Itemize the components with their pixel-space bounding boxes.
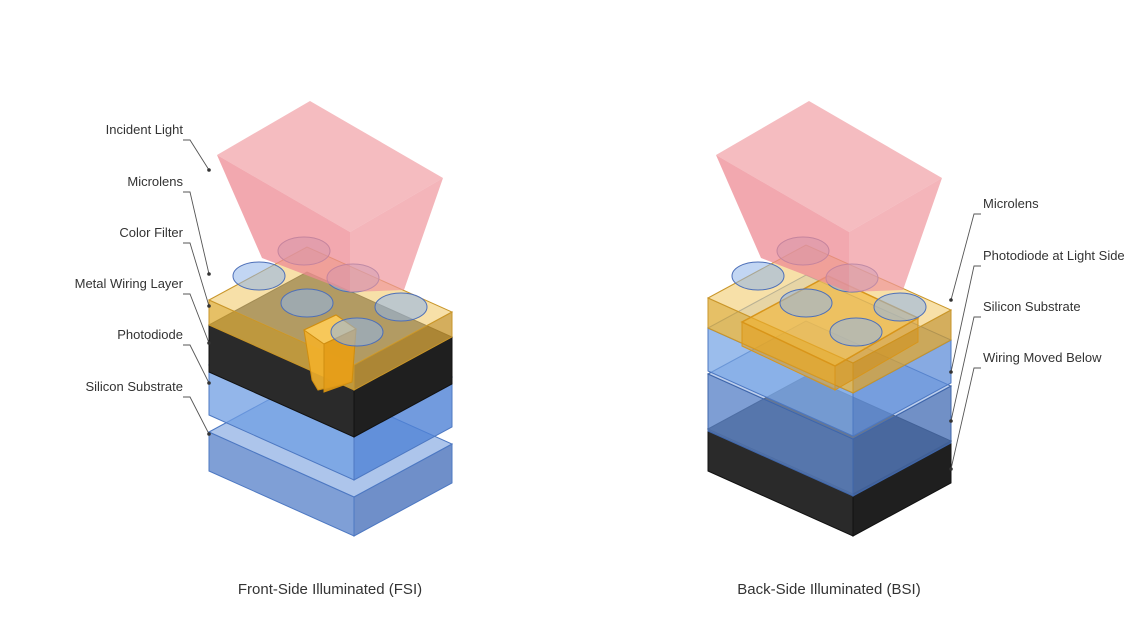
bsi-leader-wiring-below [950, 367, 981, 470]
bsi-labels: Microlens Photodiode at Light Side Silic… [949, 196, 1125, 471]
bsi-leader-silicon-substrate [950, 316, 981, 422]
bsi-label-photodiode-light-side: Photodiode at Light Side [983, 248, 1125, 263]
bsi-caption: Back-Side Illuminated (BSI) [737, 581, 920, 598]
fsi-caption: Front-Side Illuminated (FSI) [238, 581, 422, 598]
fsi-stack [207, 101, 454, 537]
fsi-dot-metal-wiring [207, 341, 211, 345]
bsi-dot-photodiode-light-side [949, 370, 953, 374]
fsi-leader-metal-wiring [183, 293, 210, 344]
bsi-incident-light [716, 101, 942, 292]
fsi-dot-photodiode [207, 381, 211, 385]
bsi-stack [706, 101, 953, 537]
bsi-dot-silicon-substrate [949, 419, 953, 423]
fsi-label-color-filter: Color Filter [119, 225, 183, 240]
bsi-label-microlens: Microlens [983, 196, 1039, 211]
fsi-dot-incident-light [207, 168, 211, 172]
bsi-label-wiring-below: Wiring Moved Below [983, 350, 1102, 365]
fsi-label-silicon-substrate: Silicon Substrate [85, 379, 183, 394]
bsi-leader-photodiode-light-side [950, 265, 981, 373]
fsi-label-microlens: Microlens [127, 174, 183, 189]
fsi-dot-color-filter [207, 304, 211, 308]
fsi-label-metal-wiring: Metal Wiring Layer [75, 276, 184, 291]
bsi-dot-microlens [949, 298, 953, 302]
fsi-leader-microlens [183, 191, 210, 275]
fsi-dot-silicon-substrate [207, 432, 211, 436]
fsi-leader-incident-light [183, 139, 210, 171]
fsi-label-photodiode: Photodiode [117, 327, 183, 342]
fsi-leader-photodiode [183, 344, 210, 384]
fsi-leader-silicon-substrate [183, 396, 210, 435]
fsi-dot-microlens [207, 272, 211, 276]
fsi-label-incident-light: Incident Light [106, 122, 184, 137]
fsi-labels: Incident Light Microlens Color Filter Me… [75, 122, 211, 436]
bsi-leader-microlens [950, 213, 981, 301]
bsi-dot-wiring-below [949, 467, 953, 471]
fsi-incident-light [217, 101, 443, 292]
fsi-leader-color-filter [183, 242, 210, 307]
bsi-label-silicon-substrate: Silicon Substrate [983, 299, 1081, 314]
